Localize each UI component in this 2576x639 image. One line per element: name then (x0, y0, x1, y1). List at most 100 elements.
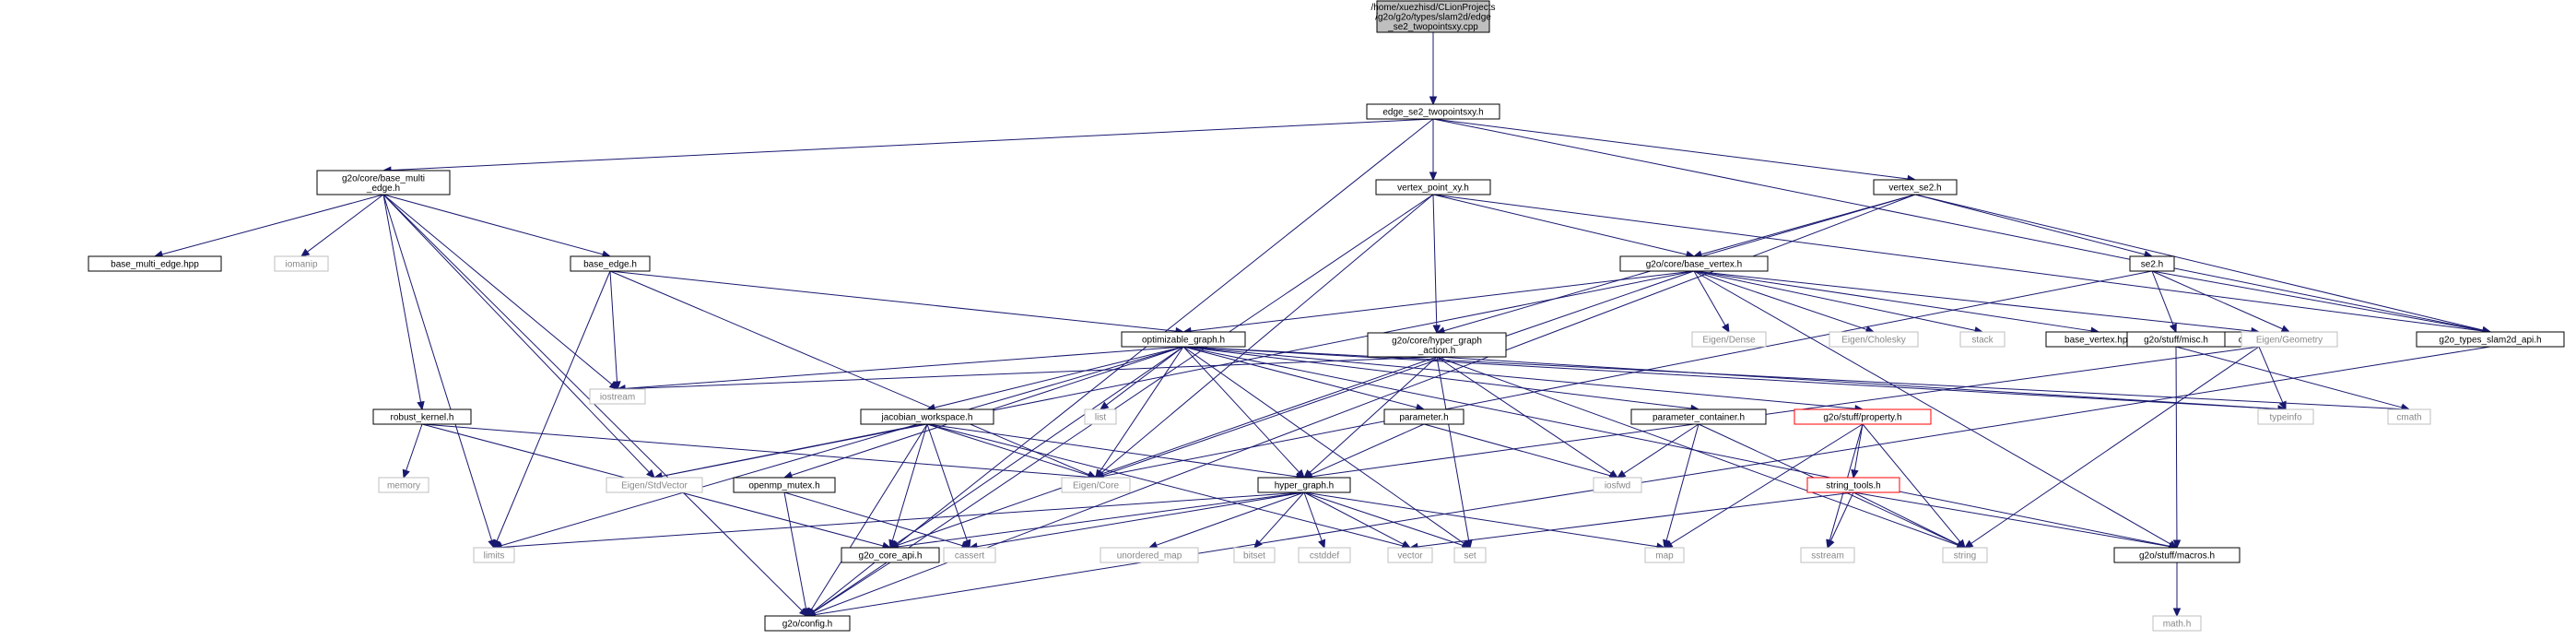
edge-line (2175, 346, 2178, 541)
node-label: Eigen/Cholesky (1841, 336, 1905, 346)
node-parameter-container-h[interactable]: parameter_container.h (1630, 408, 1767, 425)
node-optimizable-graph-h[interactable]: optimizable_graph.h (1121, 331, 1246, 348)
node-string-tools-h[interactable]: string_tools.h (1806, 477, 1900, 493)
edge-edge_se2_twopointsxy_h-to-vertex_se2_h (1432, 118, 1917, 183)
edge-line (783, 491, 807, 609)
edge-jacobian_workspace_h-to-cassert (926, 423, 971, 550)
node-vertex-se2-h[interactable]: vertex_se2.h (1873, 179, 1958, 195)
edge-line (661, 423, 928, 477)
edge-line (609, 270, 1177, 332)
edge-arrowhead (1827, 538, 1835, 550)
edge-line (926, 423, 1404, 547)
node-property-h[interactable]: g2o/stuff/property.h (1794, 408, 1932, 425)
edge-line (1432, 118, 1909, 180)
node-label: hyper_graph.h (1275, 481, 1335, 491)
edge-line (1853, 423, 1864, 471)
node-label: math.h (2163, 620, 2192, 630)
node-iostream: iostream (589, 388, 646, 405)
node-base-vertex-h[interactable]: g2o/core/base_vertex.h (1619, 255, 1769, 272)
edge-line (1436, 356, 1470, 541)
edge-line (934, 346, 1184, 408)
node-hyper-graph-h[interactable]: hyper_graph.h (1257, 477, 1351, 493)
edge-line (382, 194, 493, 541)
edge-arrowhead (2169, 323, 2177, 334)
node-openmp-mutex-h[interactable]: openmp_mutex.h (733, 477, 836, 493)
edge-optimizable_graph_h-to-typeinfo (1182, 346, 2288, 413)
edge-line (891, 423, 928, 541)
edge-arrowhead (417, 400, 425, 411)
edge-arrowhead (1429, 96, 1438, 106)
edge-line (1182, 346, 1300, 473)
node-parameter-h[interactable]: parameter.h (1383, 408, 1464, 425)
node-label: bitset (1243, 551, 1265, 562)
edge-line (1623, 423, 1700, 475)
node-box (2416, 331, 2565, 348)
edge-string_tools_h-to-sstream (1827, 491, 1854, 550)
edge-line (926, 423, 1089, 477)
node-label: optimizable_graph.h (1142, 336, 1225, 346)
node-g2o-core-api-h[interactable]: g2o_core_api.h (841, 547, 940, 563)
edge-line (1693, 270, 2171, 545)
node-box (589, 388, 646, 405)
node-box (606, 477, 703, 493)
node-box (1257, 477, 1351, 493)
node-label: g2o/stuff/misc.h (2144, 336, 2208, 346)
node-box (1593, 477, 1642, 493)
edge-optimizable_graph_h-to-macros_h (1182, 346, 2179, 550)
node-label: g2o/config.h (782, 620, 833, 630)
edge-arrowhead (1100, 401, 1110, 410)
edge-arrowhead (802, 607, 810, 618)
edge-line (500, 346, 1184, 547)
node-box (1387, 547, 1433, 563)
edge-root-to-edge_se2_twopointsxy_h (1429, 32, 1438, 106)
edge-jacobian_workspace_h-to-config_h (806, 423, 928, 618)
node-label: string (1954, 551, 1976, 562)
edge-arrowhead (1318, 538, 1326, 550)
edge-base_multi_edge_h-to-eigen_stdvector (382, 194, 655, 479)
node-hyper-graph-action-h[interactable]: g2o/core/hyper_graph_action.h (1367, 332, 1507, 358)
node-box (1959, 331, 2006, 348)
node-se2-h[interactable]: se2.h (2129, 255, 2175, 272)
node-slam2d-api-h[interactable]: g2o_types_slam2d_api.h (2416, 331, 2565, 348)
edge-base_vertex_h-to-base_vertex_hpp (1693, 270, 2100, 335)
node-box (2241, 331, 2338, 348)
edge-line (1423, 423, 1611, 477)
node-config-h[interactable]: g2o/config.h (764, 615, 851, 632)
edge-line (1303, 491, 1464, 546)
edge-jacobian_workspace_h-to-hyper_graph_h (926, 423, 1306, 481)
node-base-edge-h[interactable]: base_edge.h (570, 255, 651, 272)
node-box (1794, 408, 1932, 425)
node-label: set (1464, 551, 1476, 562)
edge-line (813, 194, 1434, 612)
edge-base_vertex_h-to-optimizable_graph_h (1182, 270, 1695, 336)
edge-robust_kernel_h-to-memory (402, 423, 423, 479)
edge-line (500, 491, 1305, 548)
node-memory: memory (378, 477, 429, 493)
node-iomanip: iomanip (274, 255, 329, 272)
node-label: base_multi_edge.hpp (111, 260, 199, 270)
edge-line (1182, 346, 1464, 544)
edge-jacobian_workspace_h-to-eigen_stdvector (653, 423, 928, 480)
edge-arrowhead (1851, 468, 1859, 479)
edge-base_multi_edge_h-to-limits (382, 194, 496, 550)
node-edge-se2-twopointsxy-h[interactable]: edge_se2_twopointsxy.h (1366, 103, 1500, 120)
node-base-multi-edge-hpp[interactable]: base_multi_edge.hpp (88, 255, 222, 272)
node-robust-kernel-h[interactable]: robust_kernel.h (372, 408, 472, 425)
node-jacobian-workspace-h[interactable]: jacobian_workspace.h (860, 408, 994, 425)
node-macros-h[interactable]: g2o/stuff/macros.h (2113, 547, 2241, 563)
node-label: Eigen/Geometry (2256, 336, 2323, 346)
edge-line (897, 356, 1438, 546)
node-vertex-point-xy-h[interactable]: vertex_point_xy.h (1375, 179, 1491, 195)
edge-line (1156, 491, 1305, 546)
node-base-multi-edge-h[interactable]: g2o/core/base_multi_edge.h (316, 170, 451, 195)
edge-base_vertex_h-to-eigen_dense (1693, 270, 1730, 334)
node-limits: limits (473, 547, 515, 563)
edge-creators_h-to-typeinfo (2258, 346, 2287, 411)
edge-se2_h-to-eigen_core (1094, 270, 2153, 480)
node-misc-h[interactable]: g2o/stuff/misc.h (2126, 331, 2226, 348)
node-label: base_vertex.hpp (2064, 336, 2133, 346)
node-eigen-stdvector: Eigen/StdVector (606, 477, 703, 493)
edge-base_multi_edge_h-to-base_edge_h (382, 194, 612, 258)
edge-base_vertex_h-to-eigen_core (1094, 270, 1695, 479)
node-box (1644, 547, 1685, 563)
